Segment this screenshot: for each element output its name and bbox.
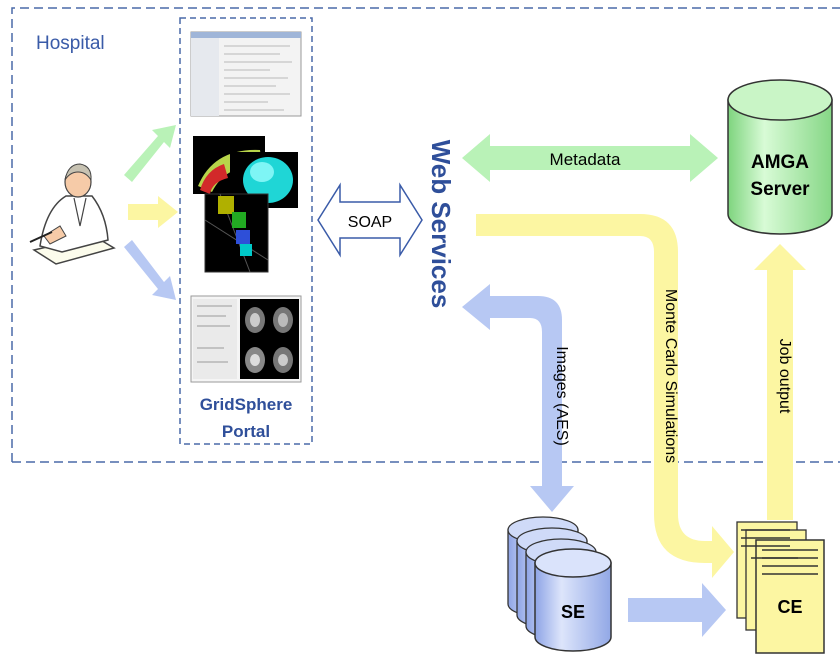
hospital-boundary xyxy=(11,7,840,463)
portal-boundary xyxy=(179,17,313,445)
amga-label-line1: AMGA xyxy=(751,152,809,173)
se-storage-cylinders xyxy=(507,516,612,652)
3d-render-thumbnails xyxy=(193,136,298,273)
ce-label: CE xyxy=(777,597,802,617)
monte-carlo-arrow xyxy=(476,214,734,578)
soap-arrow xyxy=(317,182,423,258)
arrow-doctor-to-mri xyxy=(124,240,176,300)
portal-label-line1: GridSphere xyxy=(200,395,293,414)
se-label: SE xyxy=(561,602,585,622)
metadata-label: Metadata xyxy=(550,150,621,169)
images-arrow xyxy=(462,284,574,512)
amga-server-cylinder xyxy=(727,79,833,235)
hospital-label: Hospital xyxy=(36,33,105,54)
mri-viewer-screenshot xyxy=(190,295,302,383)
arrow-doctor-to-3d xyxy=(128,196,178,228)
metadata-arrow xyxy=(462,134,718,182)
se-to-ce-arrow xyxy=(628,583,726,637)
portal-form-screenshot xyxy=(190,31,302,117)
doctor-icon xyxy=(29,163,116,265)
ce-compute-documents xyxy=(736,521,825,654)
soap-label: SOAP xyxy=(348,214,392,231)
images-label: Images (AES) xyxy=(553,346,570,446)
arrow-doctor-to-form xyxy=(124,125,176,182)
web-services-label: Web Services xyxy=(426,140,456,309)
monte-carlo-label: Monte Carlo Simulations xyxy=(662,289,679,463)
job-output-arrow xyxy=(754,244,806,520)
job-output-label: Job output xyxy=(776,339,793,414)
portal-label-line2: Portal xyxy=(222,422,270,441)
amga-label-line2: Server xyxy=(750,179,810,200)
